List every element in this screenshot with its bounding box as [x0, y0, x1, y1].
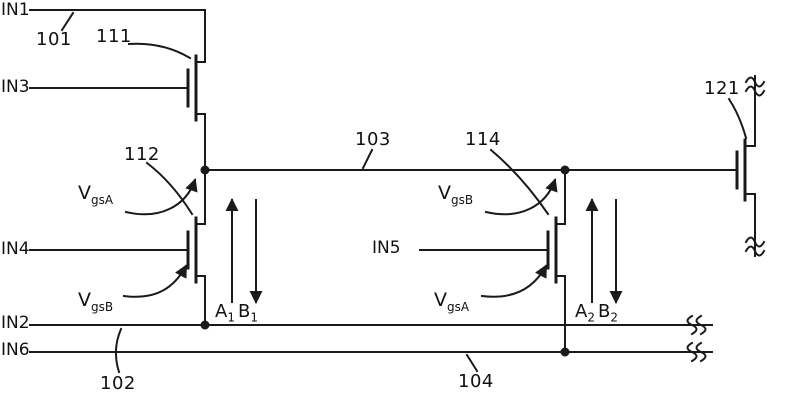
label-ref-101: 101 [36, 29, 72, 50]
leader-104 [465, 353, 479, 373]
b2-sub: 2 [610, 310, 618, 325]
label-ref-112: 112 [124, 144, 160, 165]
transistor-111 [186, 54, 206, 122]
break-squiggle-121-top [744, 76, 766, 97]
leader-112 [145, 161, 194, 216]
break-squiggle-in6 [686, 341, 707, 363]
vgs-base: V [78, 289, 91, 311]
junction-dot [200, 165, 210, 175]
b2-base: B [597, 301, 611, 322]
label-in3: IN3 [1, 77, 30, 97]
label-ref-103: 103 [355, 129, 391, 150]
a1-sub: 1 [227, 310, 235, 325]
vgs-sub: gsB [91, 299, 114, 314]
label-vgs-b-right: VgsB [438, 183, 473, 207]
junction-dot [200, 320, 210, 330]
a2-base: A [575, 301, 588, 322]
label-ref-121: 121 [704, 78, 740, 99]
current-arrows-left [225, 198, 263, 304]
b1-sub: 1 [250, 310, 258, 325]
leader-121 [727, 97, 748, 140]
junction-dots [200, 165, 570, 357]
leader-111 [127, 42, 192, 60]
vgs-sub: gsA [91, 192, 114, 207]
label-in1: IN1 [1, 0, 30, 20]
b1-base: B [237, 301, 251, 322]
label-in2: IN2 [1, 313, 30, 333]
transistor-112 [186, 216, 206, 284]
transistor-121 [735, 75, 756, 257]
label-ref-111: 111 [96, 26, 132, 47]
a2-sub: 2 [587, 310, 595, 325]
label-in6: IN6 [1, 340, 30, 360]
vgsa-right-arrow [480, 264, 548, 298]
a1-base: A [215, 301, 228, 322]
vgsb-left-arrow [122, 264, 188, 298]
leader-114 [489, 148, 550, 216]
vgsa-left-arrow [124, 178, 198, 216]
vgs-base: V [434, 289, 447, 311]
label-in4: IN4 [1, 239, 30, 259]
label-ref-104: 104 [458, 371, 494, 392]
label-vgs-b-left: VgsB [78, 290, 113, 314]
current-arrows-right [585, 198, 623, 304]
transistor-114 [546, 216, 566, 284]
label-ref-102: 102 [100, 373, 136, 394]
vgs-sub: gsA [447, 299, 470, 314]
label-ref-114: 114 [465, 129, 501, 150]
leader-102 [115, 327, 123, 374]
vgs-base: V [78, 182, 91, 204]
vgsb-right-arrow [484, 178, 558, 216]
break-squiggle-121-bottom [744, 236, 766, 257]
break-squiggle-in2 [686, 314, 707, 336]
label-vgs-a-right: VgsA [434, 290, 469, 314]
junction-dot [560, 347, 570, 357]
leader-101 [60, 11, 75, 32]
label-vgs-a-left: VgsA [78, 183, 113, 207]
wire-in1 [29, 9, 206, 63]
junction-dot [560, 165, 570, 175]
vgs-sub: gsB [451, 192, 474, 207]
vgs-base: V [438, 182, 451, 204]
leader-103 [361, 148, 374, 170]
label-in5: IN5 [372, 238, 401, 258]
